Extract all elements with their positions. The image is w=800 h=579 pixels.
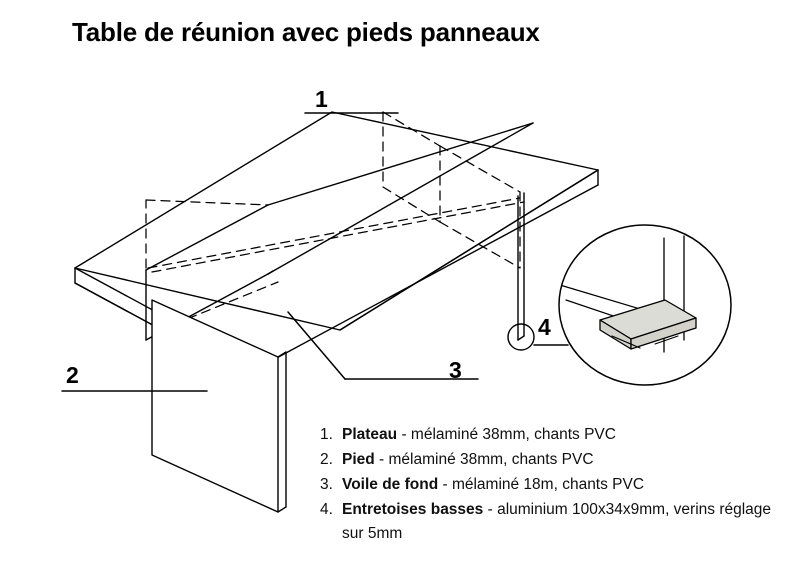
legend-description-2: mélaminé 38mm, chants PVC bbox=[388, 451, 594, 469]
page-title: Table de réunion avec pieds panneaux bbox=[72, 17, 540, 47]
legend-separator-2: - bbox=[374, 451, 389, 469]
callout-number-3: 3 bbox=[449, 357, 462, 383]
legend-text-4: Entretoises basses - aluminium 100x34x9m… bbox=[342, 498, 790, 546]
hidden-lines-group bbox=[145, 111, 525, 331]
entretoise-basse-part bbox=[599, 299, 697, 350]
legend-part-name-1: Plateau bbox=[342, 426, 398, 443]
detail-marker-circle bbox=[507, 323, 535, 351]
legend-part-name-3: Voile de fond bbox=[342, 476, 439, 494]
callout-number-4: 4 bbox=[538, 314, 551, 340]
legend-item-2: 2. Pied - mélaminé 38mm, chants PVC bbox=[320, 448, 790, 472]
legend-number-1: 1. bbox=[320, 426, 333, 443]
legend-separator-3: - bbox=[438, 476, 452, 494]
legend-text-2: Pied - mélaminé 38mm, chants PVC bbox=[342, 448, 790, 472]
detail-view bbox=[558, 224, 732, 386]
pied-leg-panel-far bbox=[517, 192, 525, 341]
legend-item-4: 4. Entretoises basses - aluminium 100x34… bbox=[320, 498, 790, 546]
legend-part-name-4: Entretoises basses bbox=[342, 501, 484, 519]
legend-number-2: 2. bbox=[320, 451, 333, 469]
callout-number-2: 2 bbox=[66, 362, 79, 388]
legend-item-1: 1. Plateau - mélaminé 38mm, chants PVC bbox=[320, 423, 790, 447]
callout-number-1: 1 bbox=[315, 86, 328, 112]
legend-description-3: mélaminé 18m, chants PVC bbox=[451, 476, 645, 494]
legend-separator-4: - bbox=[483, 501, 498, 519]
legend-item-3: 3. Voile de fond - mélaminé 18m, chants … bbox=[320, 473, 790, 497]
legend-text-1: Plateau - mélaminé 38mm, chants PVC bbox=[342, 423, 790, 447]
legend-description-4: aluminium 100x34x9mm, verins réglage sur… bbox=[342, 501, 772, 543]
legend-part-name-2: Pied bbox=[342, 451, 375, 469]
pied-leg-panel-near bbox=[151, 299, 287, 513]
legend-number-4: 4. bbox=[320, 501, 333, 519]
leader-line-3b bbox=[287, 311, 346, 380]
legend-separator-1: - bbox=[397, 426, 411, 443]
legend-description-1: mélaminé 38mm, chants PVC bbox=[410, 426, 616, 443]
legend-text-3: Voile de fond - mélaminé 18m, chants PVC bbox=[342, 473, 790, 497]
legend-number-3: 3. bbox=[320, 476, 333, 494]
leader-lines bbox=[61, 112, 569, 392]
parts-legend: 1. Plateau - mélaminé 38mm, chants PVC 2… bbox=[320, 423, 790, 547]
